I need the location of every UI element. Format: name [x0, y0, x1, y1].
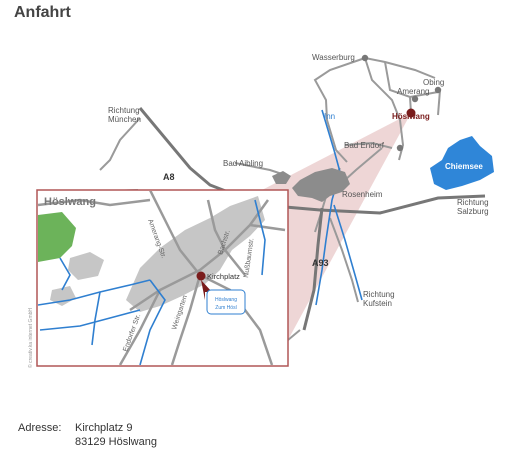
- inset-title: Höslwang: [44, 196, 96, 208]
- label-kirchplatz: Kirchplatz: [207, 272, 240, 281]
- label-rosenheim: Rosenheim: [342, 190, 383, 199]
- directions-map: Wasserburg Obing Amerang Inn Höslwang Ba…: [27, 53, 494, 368]
- address-street: Kirchplatz 9: [75, 422, 133, 434]
- label-obing: Obing: [423, 78, 444, 87]
- direction-kufstein: Richtung Kufstein: [363, 290, 397, 308]
- label-wasserburg: Wasserburg: [312, 53, 355, 62]
- label-a93: A93: [312, 258, 329, 268]
- amerang-dot: [411, 95, 419, 103]
- road-kufstein: [329, 217, 359, 303]
- inn-sign: Höslwang Zum Hösl: [206, 289, 246, 315]
- village-area: [126, 196, 265, 312]
- rosenheim-town: [292, 168, 350, 202]
- address-city: 83129 Höslwang: [75, 436, 157, 448]
- gray-area-1: [68, 252, 104, 280]
- address-label: Adresse:: [18, 422, 62, 434]
- pointer-icon: [201, 280, 212, 300]
- direction-salzburg: Richtung Salzburg: [457, 198, 491, 216]
- label-inn: Inn: [324, 112, 335, 121]
- bad-aibling-town: [272, 171, 291, 184]
- bad-endorf-dot: [396, 144, 404, 152]
- label-bad-endorf: Bad Endorf: [344, 141, 385, 150]
- address-block: Adresse: Kirchplatz 9 83129 Höslwang: [18, 421, 157, 449]
- label-bad-aibling: Bad Aibling: [223, 159, 263, 168]
- gray-area-2: [50, 286, 76, 306]
- label-chiemsee: Chiemsee: [445, 162, 483, 171]
- svg-text:Zum Hösl: Zum Hösl: [215, 305, 236, 311]
- copyright-credit: © creativ.ka internet GmbH: [27, 308, 34, 368]
- label-amerang: Amerang: [397, 87, 429, 96]
- zoom-beam: [262, 113, 411, 340]
- chiemsee-lake: [430, 136, 494, 190]
- inset-streams: [38, 199, 266, 365]
- svg-text:Höslwang: Höslwang: [215, 297, 237, 303]
- green-area: [38, 212, 76, 262]
- label-a8: A8: [163, 172, 175, 182]
- inset-map: Höslwang Amerang-Str. Bachstr. Nußbaumst…: [36, 189, 289, 367]
- kirchplatz-marker: [196, 271, 206, 281]
- label-hoeslwang: Höslwang: [392, 112, 430, 121]
- a93-motorway: [302, 207, 324, 331]
- a8-motorway: [138, 107, 486, 215]
- obing-dot: [434, 86, 442, 94]
- page-title: Anfahrt: [14, 4, 71, 21]
- hoeslwang-marker: [406, 108, 416, 118]
- direction-muenchen: Richtung München: [108, 106, 142, 124]
- wasserburg-dot: [361, 54, 369, 62]
- river-kufstein: [333, 204, 363, 301]
